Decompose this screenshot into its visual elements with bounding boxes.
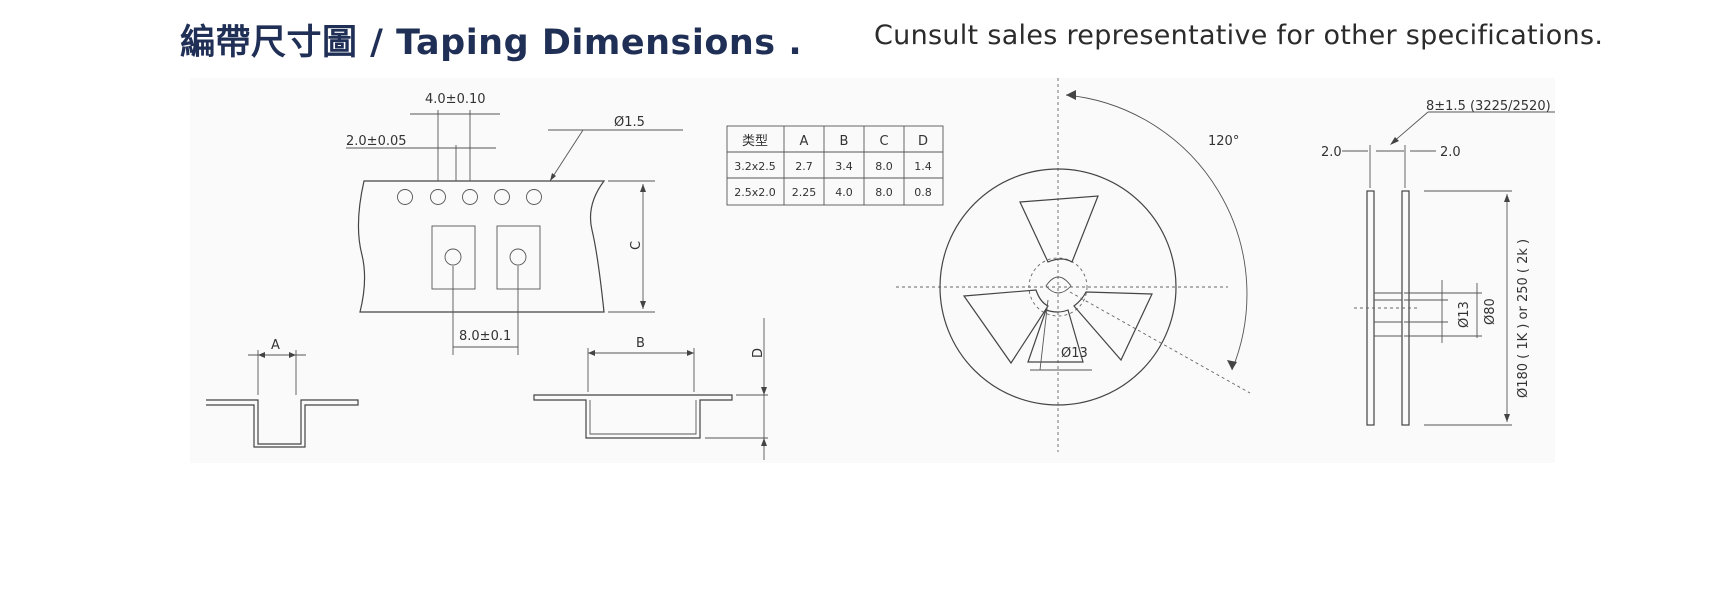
table-cell: 0.8 [914, 186, 932, 199]
hub-diameter-label: Ø13 [1061, 346, 1088, 361]
hub-d80-label: Ø80 [1483, 298, 1498, 325]
right-thickness-label: 2.0 [1440, 145, 1461, 160]
pocket [496, 225, 541, 290]
reel-side-view: 2.0 2.0 8±1.5 (3225/2520) Ø13 Ø80 Ø180 (… [1321, 99, 1555, 426]
angle-label: 120° [1208, 134, 1239, 149]
pocket [431, 225, 476, 290]
hole-diameter-label: Ø1.5 [614, 115, 645, 130]
reel-hub [1028, 257, 1088, 317]
hub-d13-label: Ø13 [1457, 301, 1472, 328]
table-cell: 4.0 [835, 186, 853, 199]
page-title: 編帶尺寸圖 / Taping Dimensions . [180, 23, 803, 63]
table-cell: 3.2x2.5 [734, 160, 776, 173]
hub-center [1045, 276, 1072, 294]
dim-a-label: A [271, 338, 280, 353]
table-header-d: D [918, 134, 928, 149]
sprocket-hole [494, 189, 510, 205]
table-cell: 2.5x2.0 [734, 186, 776, 199]
flange-gap-label: 8±1.5 (3225/2520) [1426, 99, 1551, 114]
table-cell: 3.4 [835, 160, 853, 173]
pocket-section-b: B D [533, 318, 768, 460]
dim-b-label: B [636, 336, 645, 351]
dim-d-label: D [751, 348, 766, 358]
reel-window [1027, 309, 1084, 363]
dimension-table: 类型 A B C D 3.2x2.5 2.7 3.4 8.0 1.4 2.5x2… [726, 125, 944, 206]
pocket-hole [509, 248, 527, 266]
sprocket-hole [430, 189, 446, 205]
left-thickness-label: 2.0 [1321, 145, 1342, 160]
carrier-tape-top-view: 4.0±0.10 2.0±0.05 Ø1.5 C 8.0±0.1 [346, 92, 683, 355]
tape-outline [357, 180, 606, 313]
table-cell: 8.0 [875, 160, 893, 173]
drawing-area [190, 78, 1555, 463]
specification-note: Cunsult sales representative for other s… [874, 20, 1604, 51]
sprocket-hole [397, 189, 413, 205]
reel-flange [939, 168, 1177, 406]
table-cell: 2.7 [795, 160, 813, 173]
reel-front-view: 120° Ø13 [896, 78, 1251, 452]
table-header-a: A [800, 134, 809, 149]
hole-offset-label: 2.0±0.05 [346, 134, 407, 149]
table-header-type: 类型 [742, 134, 768, 149]
table-cell: 1.4 [914, 160, 932, 173]
reel-window [962, 289, 1049, 365]
sprocket-hole [526, 189, 542, 205]
table-cell: 2.25 [792, 186, 817, 199]
reel-window [1019, 195, 1099, 263]
angle-arc [1065, 94, 1248, 371]
table-header-b: B [840, 134, 849, 149]
table-cell: 8.0 [875, 186, 893, 199]
pocket-pitch-label: 8.0±0.1 [459, 329, 511, 344]
sprocket-hole [462, 189, 478, 205]
hole-pitch-label: 4.0±0.10 [425, 92, 486, 107]
outer-diameter-label: Ø180 ( 1K ) or 250 ( 2k ) [1516, 239, 1531, 398]
pocket-hole [444, 248, 462, 266]
table-header-c: C [879, 134, 888, 149]
width-c-label: C [629, 241, 644, 250]
pocket-section-a: A [206, 338, 359, 448]
reel-window [1073, 291, 1153, 362]
